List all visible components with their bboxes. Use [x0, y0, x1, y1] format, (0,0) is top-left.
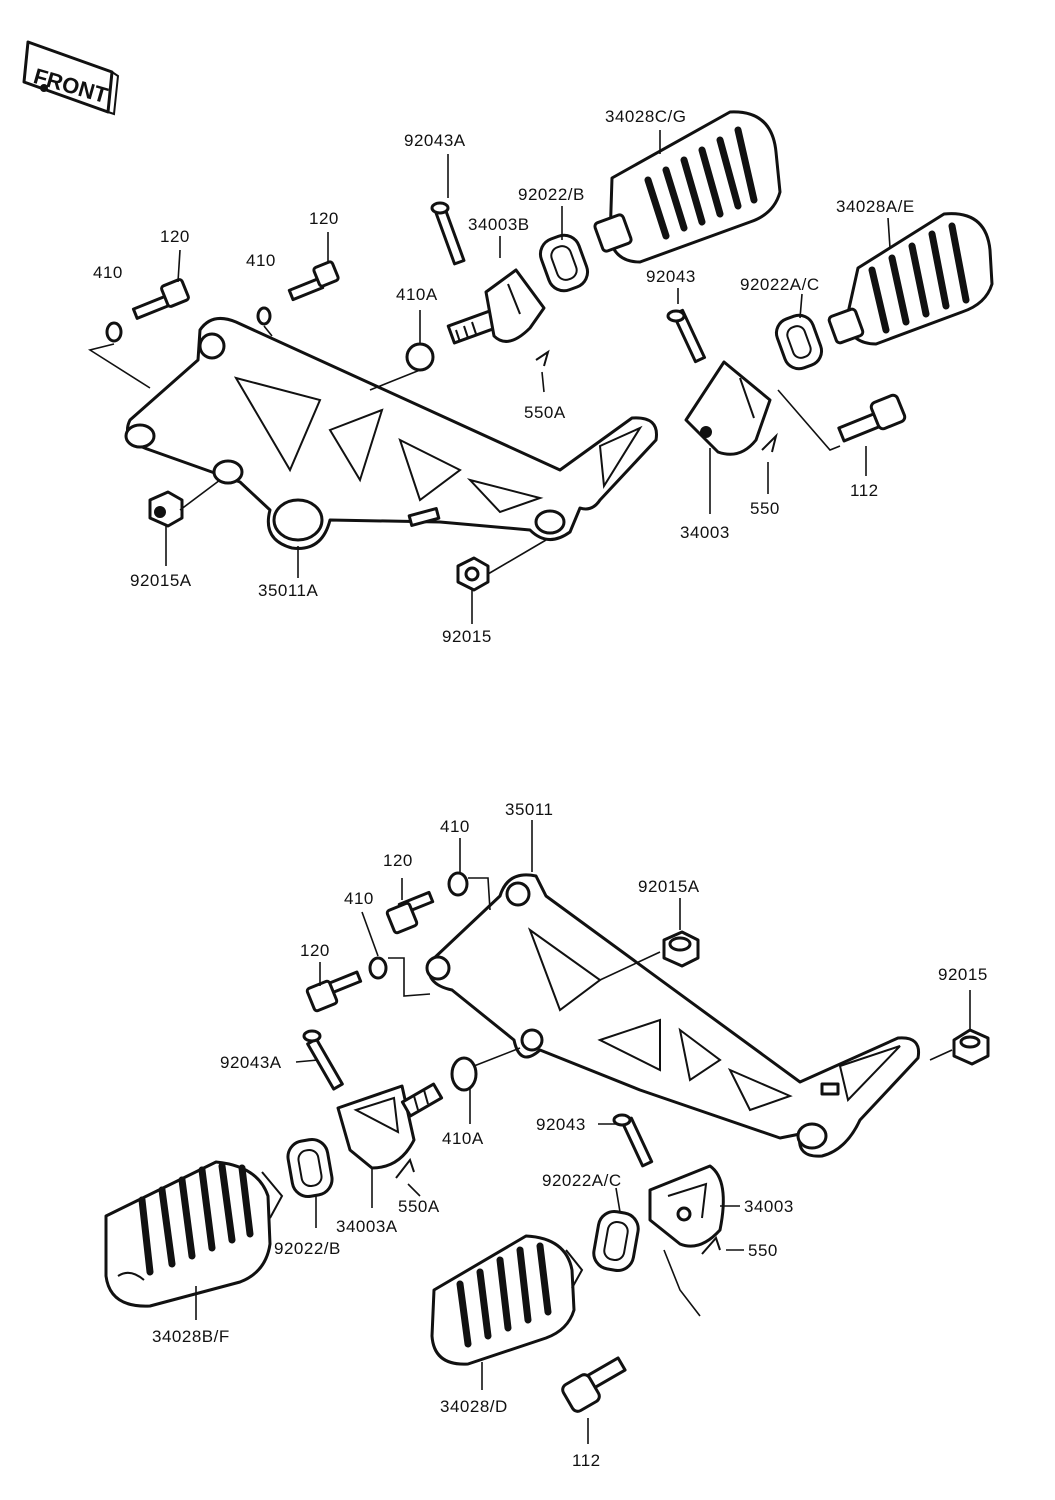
lower-washer-410A — [450, 1056, 478, 1092]
lower-label-34003A: 34003A — [336, 1217, 398, 1236]
lower-label-92015: 92015 — [938, 965, 988, 984]
upper-footpeg-rubber-34028AE — [827, 212, 994, 346]
upper-assembly: 92043A 34028C/G 92022/B 34003B 34028A/E … — [87, 107, 994, 646]
lower-bolt-lower — [305, 970, 363, 1013]
upper-footpeg-holder-34003B — [446, 268, 546, 345]
upper-label-550A: 550A — [524, 403, 566, 422]
upper-washer-92022AC — [774, 313, 824, 371]
upper-footpeg-rubber-34028CG — [593, 110, 782, 264]
upper-label-550: 550 — [750, 499, 780, 518]
lower-label-112: 112 — [572, 1451, 601, 1470]
upper-label-34003B: 34003B — [468, 215, 530, 234]
lower-label-92043: 92043 — [536, 1115, 586, 1134]
lower-footpeg-holder-34003A — [336, 1082, 444, 1170]
upper-label-35011A: 35011A — [258, 581, 319, 600]
lower-nut-92015A — [662, 930, 700, 968]
lower-washer-410-top — [447, 871, 469, 897]
lower-washer-410-mid — [368, 956, 388, 980]
upper-pin-92043A — [430, 201, 466, 266]
lower-bolt-upper — [385, 890, 435, 935]
lower-footpeg-holder-34003 — [648, 1164, 725, 1248]
upper-washer-410a — [405, 342, 435, 372]
upper-label-34028AE: 34028A/E — [836, 197, 915, 216]
lower-footpeg-rubber-34028D — [430, 1234, 584, 1366]
lower-label-34028BF: 34028B/F — [152, 1327, 230, 1346]
upper-label-112: 112 — [850, 481, 879, 500]
upper-pin-92043 — [666, 308, 707, 364]
upper-washer-left — [105, 321, 123, 343]
lower-label-34003: 34003 — [744, 1197, 794, 1216]
lower-pin-92043 — [612, 1113, 654, 1168]
upper-label-410-left: 410 — [93, 263, 123, 282]
lower-label-92015A: 92015A — [638, 877, 700, 896]
upper-label-120-right: 120 — [309, 209, 339, 228]
upper-label-410A: 410A — [396, 285, 438, 304]
lower-washer-92022AC — [592, 1210, 640, 1272]
lower-label-550A: 550A — [398, 1197, 440, 1216]
lower-washer-92022B — [286, 1137, 334, 1199]
lower-bolt-112 — [561, 1356, 627, 1413]
lower-label-410-mid: 410 — [344, 889, 374, 908]
upper-label-34028CG: 34028C/G — [605, 107, 687, 126]
upper-label-92022AC: 92022A/C — [740, 275, 820, 294]
upper-cotter-pin-550A — [535, 349, 550, 367]
upper-washer-right — [256, 306, 272, 326]
upper-label-92015A: 92015A — [130, 571, 192, 590]
lower-label-92043A: 92043A — [220, 1053, 282, 1072]
lower-label-92022B: 92022/B — [274, 1239, 341, 1258]
lower-footpeg-rubber-34028BF — [104, 1160, 284, 1308]
upper-label-410-right: 410 — [246, 251, 276, 270]
upper-cotter-pin-550 — [761, 432, 778, 453]
lower-label-120-lower: 120 — [300, 941, 330, 960]
upper-nut-92015 — [456, 556, 490, 592]
lower-cotter-pin-550A — [395, 1157, 415, 1179]
upper-label-120-left: 120 — [160, 227, 190, 246]
lower-pin-92043A — [302, 1029, 344, 1091]
lower-footpeg-bracket — [425, 873, 921, 1158]
upper-bolt-112 — [837, 393, 907, 443]
upper-label-92022B: 92022/B — [518, 185, 585, 204]
lower-label-550: 550 — [748, 1241, 778, 1260]
upper-washer-92022B — [538, 233, 590, 293]
lower-label-92022AC: 92022A/C — [542, 1171, 622, 1190]
upper-label-92015: 92015 — [442, 627, 492, 646]
upper-bolt-right — [287, 260, 340, 302]
lower-assembly: 35011 410 120 410 92015A 120 92015 92043… — [104, 800, 990, 1470]
lower-label-410A: 410A — [442, 1129, 484, 1148]
lower-nut-92015 — [952, 1028, 990, 1066]
upper-bolt-left — [131, 278, 190, 320]
upper-label-92043: 92043 — [646, 267, 696, 286]
lower-cotter-pin-550 — [701, 1236, 721, 1255]
upper-footpeg-bracket — [124, 316, 658, 550]
upper-footpeg-holder-34003 — [684, 360, 772, 456]
upper-label-34003: 34003 — [680, 523, 730, 542]
upper-label-92043A: 92043A — [404, 131, 466, 150]
lower-label-120-upper: 120 — [383, 851, 413, 870]
lower-label-35011: 35011 — [505, 800, 554, 819]
lower-label-410-top: 410 — [440, 817, 470, 836]
lower-label-34028D: 34028/D — [440, 1397, 508, 1416]
upper-nut-92015A — [148, 490, 184, 528]
front-direction-tag: FRONT — [22, 40, 120, 116]
